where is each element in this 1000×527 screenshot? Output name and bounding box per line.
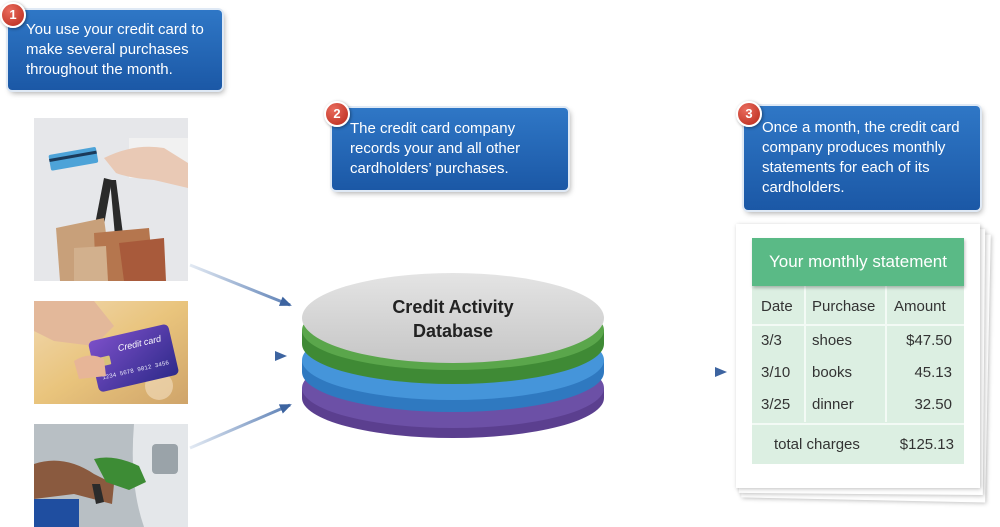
column-header-purchase: Purchase	[812, 298, 876, 315]
step-2-text: The credit card company records your and…	[350, 120, 521, 177]
database-label-line1: Credit Activity	[392, 297, 513, 317]
statement-total-rule	[752, 423, 964, 425]
step-1-text: You use your credit card to make several…	[26, 21, 204, 78]
gas-pump-photo	[34, 424, 188, 527]
step-3-text: Once a month, the credit card company pr…	[762, 119, 960, 196]
row-2-purchase: books	[812, 364, 853, 381]
arrow-shopping-to-db	[189, 263, 292, 307]
step-1-badge: 1	[0, 2, 26, 28]
statement-divider-2	[885, 286, 887, 422]
step-2-callout: The credit card company records your and…	[332, 108, 568, 190]
row-2-amount: 45.13	[914, 364, 952, 381]
total-label: total charges	[774, 436, 860, 453]
row-1-amount: $47.50	[906, 332, 952, 349]
row-3-purchase: dinner	[812, 396, 854, 413]
row-2-date: 3/10	[761, 364, 791, 381]
statement-header-rule	[752, 324, 964, 326]
row-3-date: 3/25	[761, 396, 791, 413]
row-3-amount: 32.50	[914, 396, 952, 413]
statement-title: Your monthly statement	[752, 238, 964, 286]
shopping-photo	[34, 118, 188, 281]
database-label-line2: Database	[413, 321, 493, 341]
credit-card-photo: Credit card 1234 5678 9012 3456	[34, 301, 188, 404]
step-3-callout: Once a month, the credit card company pr…	[744, 106, 980, 210]
row-1-date: 3/3	[761, 332, 782, 349]
statement-body	[752, 286, 964, 464]
credit-activity-database: Credit Activity Database	[302, 273, 604, 438]
total-amount: $125.13	[899, 436, 954, 453]
arrow-fuel-to-db	[189, 403, 292, 450]
column-header-amount: Amount	[894, 298, 946, 315]
step-2-badge: 2	[324, 101, 350, 127]
step-1-callout: You use your credit card to make several…	[8, 10, 222, 90]
statement-divider-1	[804, 286, 806, 422]
step-3-badge: 3	[736, 101, 762, 127]
column-header-date: Date	[761, 298, 793, 315]
row-1-purchase: shoes	[812, 332, 853, 349]
